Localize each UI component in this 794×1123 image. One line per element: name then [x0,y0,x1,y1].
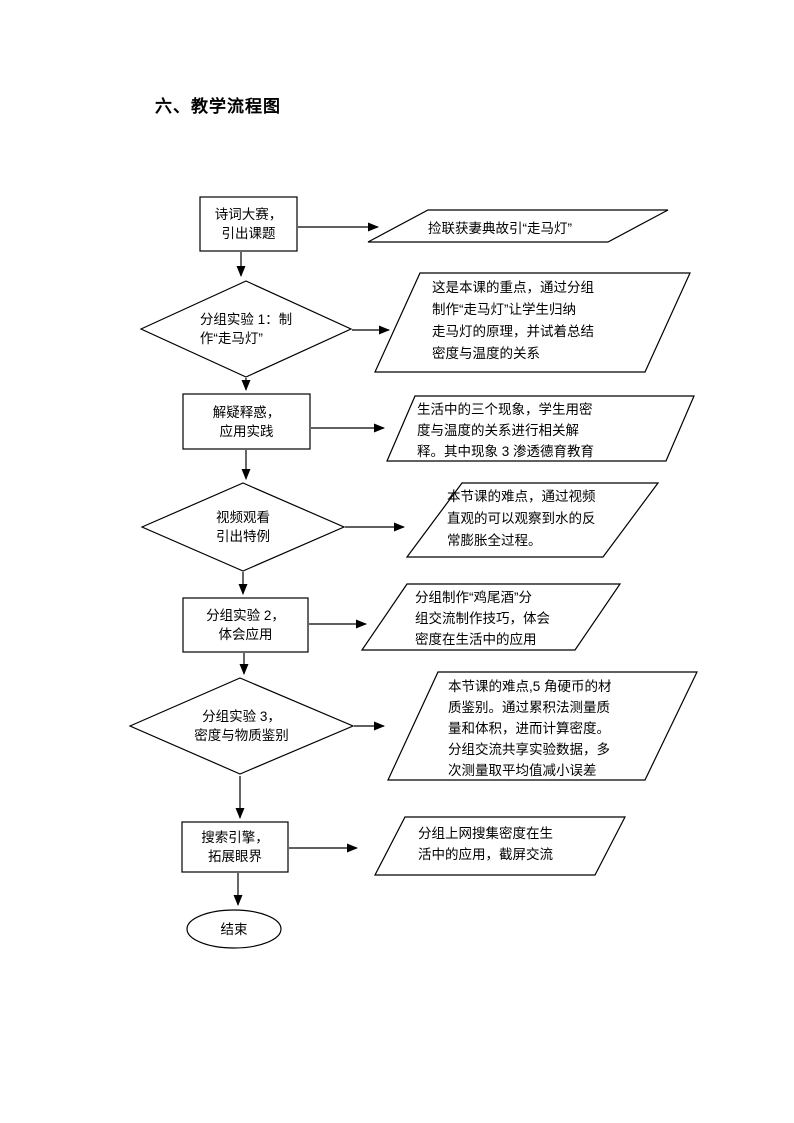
shape-apply-rectangle [182,393,311,450]
node-intro: 诗词大赛， 引出课题 [200,197,297,251]
shape-note-search-parallelogram [374,816,626,876]
note-exp2-label: 分组制作“鸡尾酒”分 组交流制作技巧，体会 密度在生活中的应用 [415,590,550,647]
shape-exp1-diamond [139,280,353,378]
shape-note-video-parallelogram [405,482,660,558]
note-exp3-label: 本节课的难点,5 角硬币的材 质鉴别。通过累积法测量质 量和体积，进而计算密度。… [448,679,612,778]
shape-end-ellipse [186,909,282,949]
node-exp1-label: 分组实验 1：制 作“走马灯” [199,312,293,346]
node-exp3: 分组实验 3， 密度与物质鉴别 [130,678,353,774]
shape-note-apply-parallelogram [386,395,695,462]
page-title: 六、教学流程图 [155,97,281,116]
shape-intro-rectangle [199,196,298,252]
shape-note-exp1-parallelogram [374,272,691,373]
node-exp3-label: 分组实验 3， 密度与物质鉴别 [194,709,289,743]
node-end: 结束 [187,910,281,948]
node-apply: 解疑释惑， 应用实践 [183,394,310,449]
shape-note-intro-parallelogram [367,209,669,243]
note-exp1-label: 这是本课的重点，通过分组 制作“走马灯”让学生归纳 走马灯的原理，并试着总结 密… [432,280,594,361]
shape-note-exp2-parallelogram [360,583,622,651]
shape-exp3-diamond [128,677,355,775]
node-video: 视频观看 引出特例 [142,483,344,571]
node-search-label: 搜索引擎， 拓展眼界 [201,830,269,864]
shape-note-exp3-parallelogram [387,671,698,781]
note-apply-label: 生活中的三个现象，学生用密 度与温度的关系进行相关解 释。其中现象 3 渗透德育… [417,402,595,459]
node-video-label: 视频观看 引出特例 [216,510,270,544]
shape-search-rectangle [181,821,289,873]
note-intro-label: 捡联获妻典故引“走马灯” [428,221,572,236]
node-exp1: 分组实验 1：制 作“走马灯” [141,281,351,377]
note-video-label: 本节课的难点，通过视频 直观的可以观察到水的反 常膨胀全过程。 [447,489,596,548]
shape-video-diamond [140,482,346,572]
node-search: 搜索引擎， 拓展眼界 [182,822,288,872]
shape-exp2-rectangle [182,597,309,653]
node-end-label: 结束 [220,921,248,937]
note-search-label: 分组上网搜集密度在生 活中的应用，截屏交流 [418,826,553,862]
node-intro-label: 诗词大赛， 引出课题 [214,207,283,241]
node-apply-label: 解疑释惑， 应用实践 [212,404,281,439]
node-exp2: 分组实验 2， 体会应用 [183,598,308,652]
node-exp2-label: 分组实验 2， 体会应用 [206,608,285,642]
